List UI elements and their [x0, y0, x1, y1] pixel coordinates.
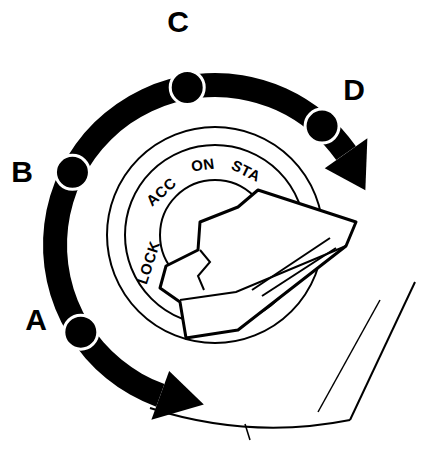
- arrow-head: [325, 138, 368, 190]
- rotation-arrows: [43, 73, 367, 420]
- arrow-band: [197, 73, 356, 160]
- ignition-key: [160, 190, 356, 338]
- position-letter: D: [343, 75, 365, 105]
- position-letter: B: [11, 157, 33, 187]
- position-dot: [170, 70, 204, 104]
- position-letter: A: [25, 305, 47, 335]
- switch-position-mark: ON: [190, 155, 215, 173]
- arrow-band: [43, 74, 200, 407]
- position-dot: [55, 155, 89, 189]
- arrow-head: [151, 371, 203, 420]
- position-dot: [64, 315, 98, 349]
- position-dot: [305, 109, 339, 143]
- position-dots: [55, 70, 339, 349]
- position-letter: C: [167, 7, 189, 37]
